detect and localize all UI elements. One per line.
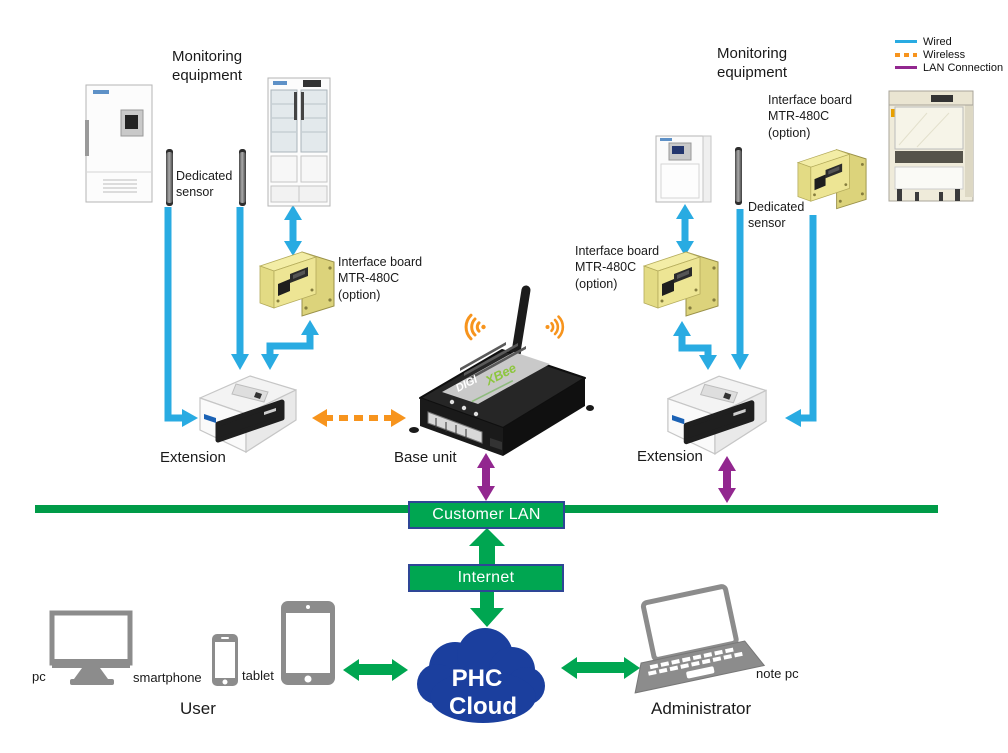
cloud-label-line2: Cloud bbox=[449, 693, 517, 720]
lan-line-icon bbox=[895, 66, 917, 69]
internet-label: Internet bbox=[457, 569, 515, 586]
interface-board-icon bbox=[642, 251, 719, 317]
cloud-label-line1: PHC bbox=[452, 665, 503, 692]
tablet-icon bbox=[281, 601, 335, 685]
internet-arrows bbox=[343, 528, 640, 681]
wireless-link bbox=[312, 409, 406, 427]
phc-cloud: PHC Cloud bbox=[417, 628, 545, 723]
freezer-icon bbox=[85, 84, 153, 203]
smartphone-label: smartphone bbox=[133, 670, 202, 685]
wired-line-icon bbox=[895, 40, 917, 43]
wired-connections bbox=[164, 204, 817, 427]
tablet-label: tablet bbox=[242, 668, 274, 683]
base-unit-label: Base unit bbox=[394, 449, 457, 466]
extension-unit-icon bbox=[667, 375, 767, 456]
incubator-icon bbox=[655, 135, 712, 203]
interface-board-icon bbox=[796, 149, 867, 210]
desktop-pc-icon bbox=[49, 610, 133, 685]
legend: Wired Wireless LAN Connection bbox=[895, 35, 1003, 74]
interface-board-label-right-top: Interface board MTR-480C (option) bbox=[768, 93, 853, 140]
monitoring-equipment-label-left: Monitoring equipment bbox=[172, 48, 243, 85]
dedicated-sensor-probe bbox=[735, 147, 742, 205]
internet-box: Internet bbox=[408, 564, 564, 592]
extension-unit-icon bbox=[199, 375, 297, 454]
customer-lan-label: Customer LAN bbox=[432, 506, 541, 523]
dedicated-sensor-probe bbox=[239, 149, 246, 206]
wireless-line-icon bbox=[895, 52, 917, 57]
pc-label: pc bbox=[32, 669, 46, 684]
legend-row-lan: LAN Connection bbox=[895, 61, 1003, 74]
dedicated-sensor-label-left: Dedicated sensor bbox=[176, 169, 233, 200]
extension-label-left: Extension bbox=[160, 449, 226, 466]
monitoring-equipment-label-right: Monitoring equipment bbox=[717, 45, 788, 82]
extension-label-right: Extension bbox=[637, 448, 703, 465]
lan-links bbox=[477, 453, 736, 503]
legend-label: Wireless bbox=[923, 48, 966, 61]
laptop-icon bbox=[634, 584, 766, 694]
user-label: User bbox=[180, 699, 216, 718]
note-pc-label: note pc bbox=[756, 666, 799, 681]
base-unit-icon: DIGI XBee bbox=[409, 285, 594, 456]
smartphone-icon bbox=[212, 634, 238, 686]
administrator-label: Administrator bbox=[651, 699, 752, 718]
interface-board-icon bbox=[258, 251, 335, 317]
legend-row-wired: Wired bbox=[895, 35, 1003, 48]
legend-label: Wired bbox=[923, 35, 952, 48]
refrigerator-icon bbox=[267, 77, 331, 207]
dedicated-sensor-probe bbox=[166, 149, 173, 206]
wifi-waves-left-icon bbox=[464, 313, 486, 341]
safety-cabinet-icon bbox=[888, 90, 974, 202]
customer-lan-box: Customer LAN bbox=[408, 501, 565, 529]
legend-label: LAN Connection bbox=[923, 61, 1004, 74]
interface-board-label-right-mid: Interface board MTR-480C (option) bbox=[575, 244, 660, 291]
dedicated-sensor-label-right: Dedicated sensor bbox=[748, 200, 805, 231]
legend-row-wireless: Wireless bbox=[895, 48, 1003, 61]
wifi-waves-right-icon bbox=[545, 315, 565, 339]
interface-board-label-left: Interface board MTR-480C (option) bbox=[338, 255, 423, 302]
